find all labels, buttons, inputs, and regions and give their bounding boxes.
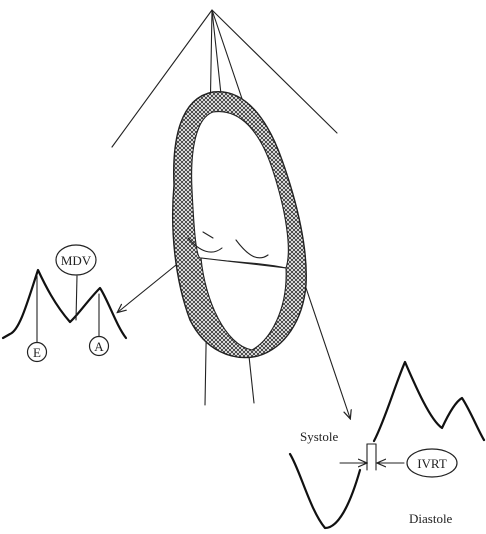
a-wave-label: A (94, 339, 104, 354)
ivrt-doppler-panel: Systole IVRT Diastole (290, 362, 484, 528)
e-wave-label: E (33, 345, 41, 360)
systole-label: Systole (300, 429, 339, 444)
mitral-doppler-panel: MDV E A (3, 245, 176, 362)
mdv-label: MDV (61, 253, 92, 268)
heart-ventricle (173, 92, 307, 358)
diastolic-inflow-waveform (374, 362, 484, 441)
ivrt-label: IVRT (417, 456, 447, 471)
mitral-inflow-waveform (3, 270, 126, 338)
diastole-label: Diastole (409, 511, 453, 526)
lvot-systolic-waveform (290, 454, 360, 528)
